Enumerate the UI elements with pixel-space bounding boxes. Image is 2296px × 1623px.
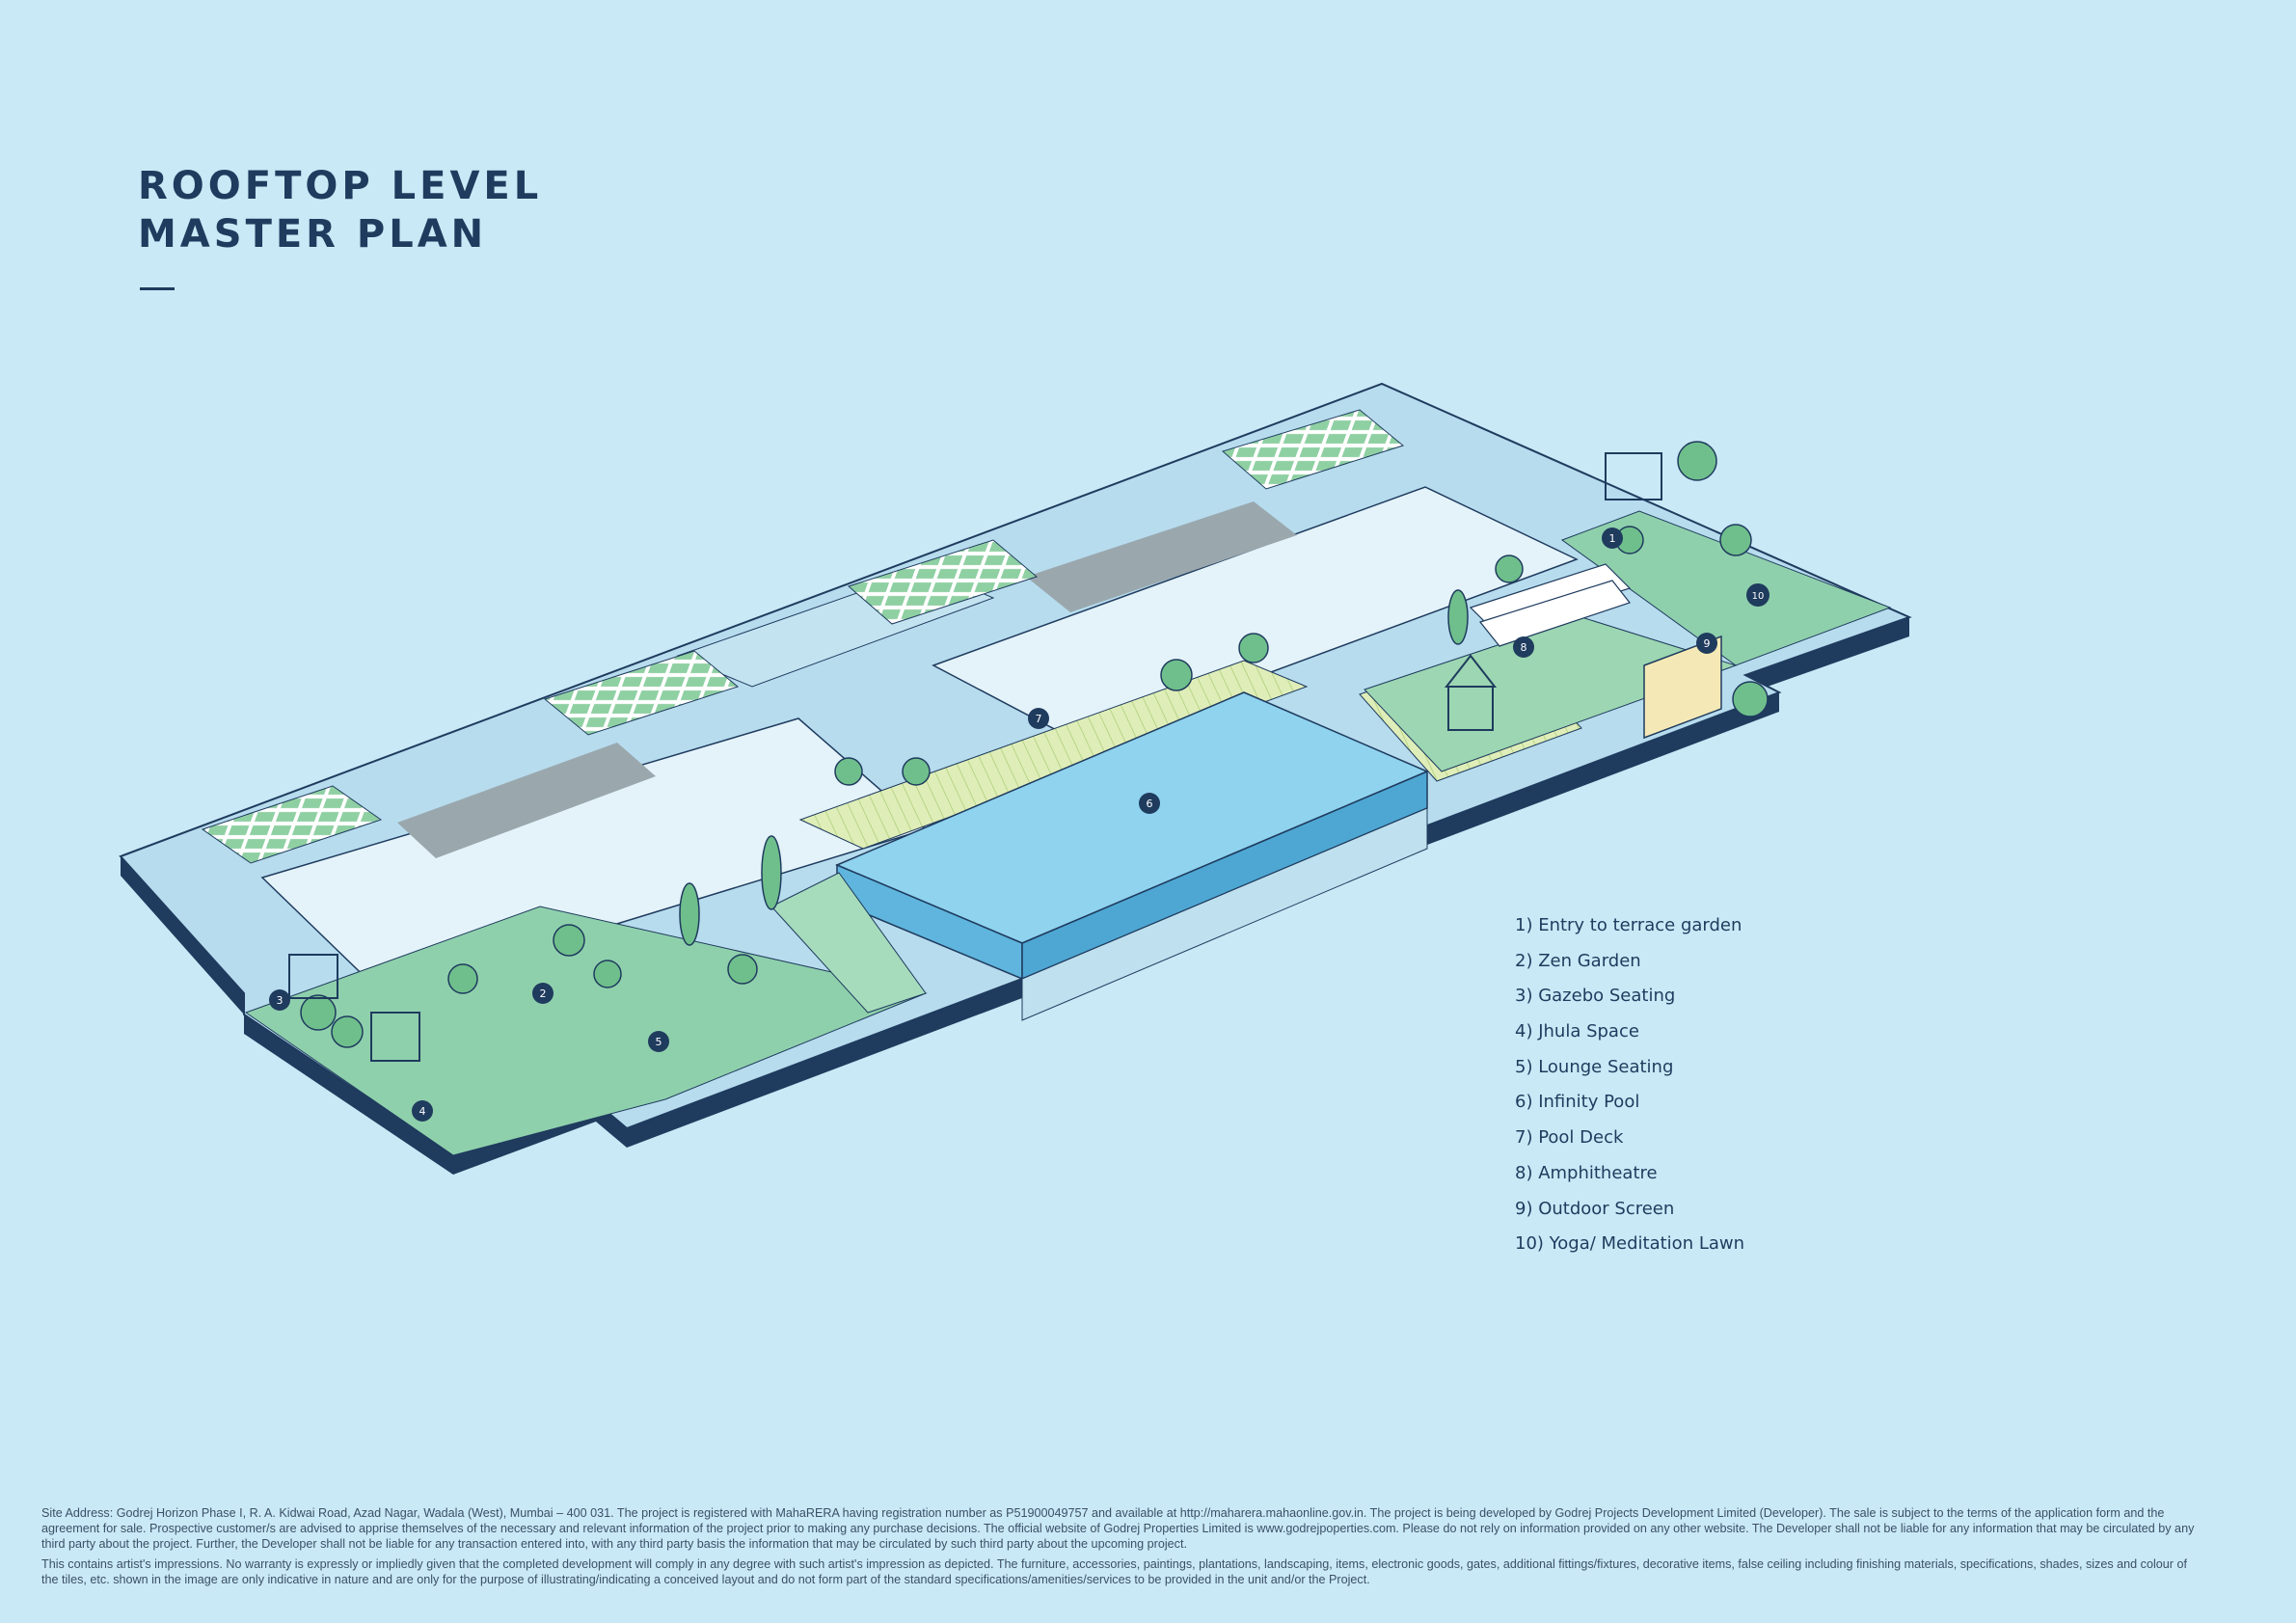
svg-text:9: 9 bbox=[1704, 637, 1711, 650]
artist-impression-note: This contains artist's impressions. No w… bbox=[41, 1557, 2187, 1586]
marker-4: 4 bbox=[412, 1100, 433, 1122]
svg-text:2: 2 bbox=[540, 987, 547, 1000]
marker-6: 6 bbox=[1139, 793, 1160, 814]
solar-panels bbox=[201, 409, 1405, 864]
title-line-2: MASTER PLAN bbox=[138, 212, 488, 257]
legend-item-4: 4) Jhula Space bbox=[1515, 1021, 1639, 1042]
marker-2: 2 bbox=[532, 983, 554, 1004]
svg-text:5: 5 bbox=[656, 1036, 662, 1048]
svg-text:10: 10 bbox=[1752, 591, 1765, 602]
page-title: ROOFTOP LEVEL MASTER PLAN bbox=[138, 162, 542, 258]
outdoor-screen bbox=[1643, 635, 1722, 740]
svg-text:1: 1 bbox=[1609, 532, 1616, 545]
marker-9: 9 bbox=[1696, 633, 1717, 654]
title-underline bbox=[140, 287, 175, 290]
service-strip-1 bbox=[397, 743, 656, 858]
legend-item-8: 8) Amphitheatre bbox=[1515, 1162, 1658, 1183]
site-address-note: Site Address: Godrej Horizon Phase I, R.… bbox=[41, 1506, 2195, 1551]
marker-3: 3 bbox=[269, 989, 290, 1011]
svg-text:8: 8 bbox=[1521, 641, 1527, 654]
legal-disclaimer: Site Address: Godrej Horizon Phase I, R.… bbox=[41, 1505, 2201, 1592]
legend-item-7: 7) Pool Deck bbox=[1515, 1127, 1624, 1149]
legend-item-5: 5) Lounge Seating bbox=[1515, 1056, 1674, 1077]
svg-text:4: 4 bbox=[419, 1105, 426, 1118]
svg-text:7: 7 bbox=[1036, 713, 1042, 725]
amphitheatre bbox=[1469, 563, 1632, 647]
marker-10: 10 bbox=[1746, 583, 1769, 607]
svg-text:3: 3 bbox=[277, 994, 284, 1007]
legend-item-3: 3) Gazebo Seating bbox=[1515, 986, 1676, 1007]
legend-item-9: 9) Outdoor Screen bbox=[1515, 1198, 1675, 1219]
service-strip-2 bbox=[1026, 501, 1297, 612]
pool-deck bbox=[798, 660, 1309, 850]
title-line-1: ROOFTOP LEVEL bbox=[138, 164, 543, 208]
legend-item-6: 6) Infinity Pool bbox=[1515, 1092, 1640, 1113]
marker-7: 7 bbox=[1028, 708, 1049, 729]
legend-item-10: 10) Yoga/ Meditation Lawn bbox=[1515, 1233, 1745, 1255]
infinity-pool bbox=[835, 691, 1429, 1021]
marker-5: 5 bbox=[648, 1031, 669, 1052]
gazebo-structures bbox=[288, 452, 1662, 1062]
svg-text:6: 6 bbox=[1147, 798, 1153, 810]
legend-item-2: 2) Zen Garden bbox=[1515, 950, 1641, 971]
amenities-legend: 1) Entry to terrace garden 2) Zen Garden… bbox=[1515, 914, 1744, 1268]
marker-1: 1 bbox=[1602, 527, 1623, 549]
marker-8: 8 bbox=[1513, 636, 1534, 658]
trees bbox=[300, 441, 1769, 1048]
legend-item-1: 1) Entry to terrace garden bbox=[1515, 915, 1742, 935]
